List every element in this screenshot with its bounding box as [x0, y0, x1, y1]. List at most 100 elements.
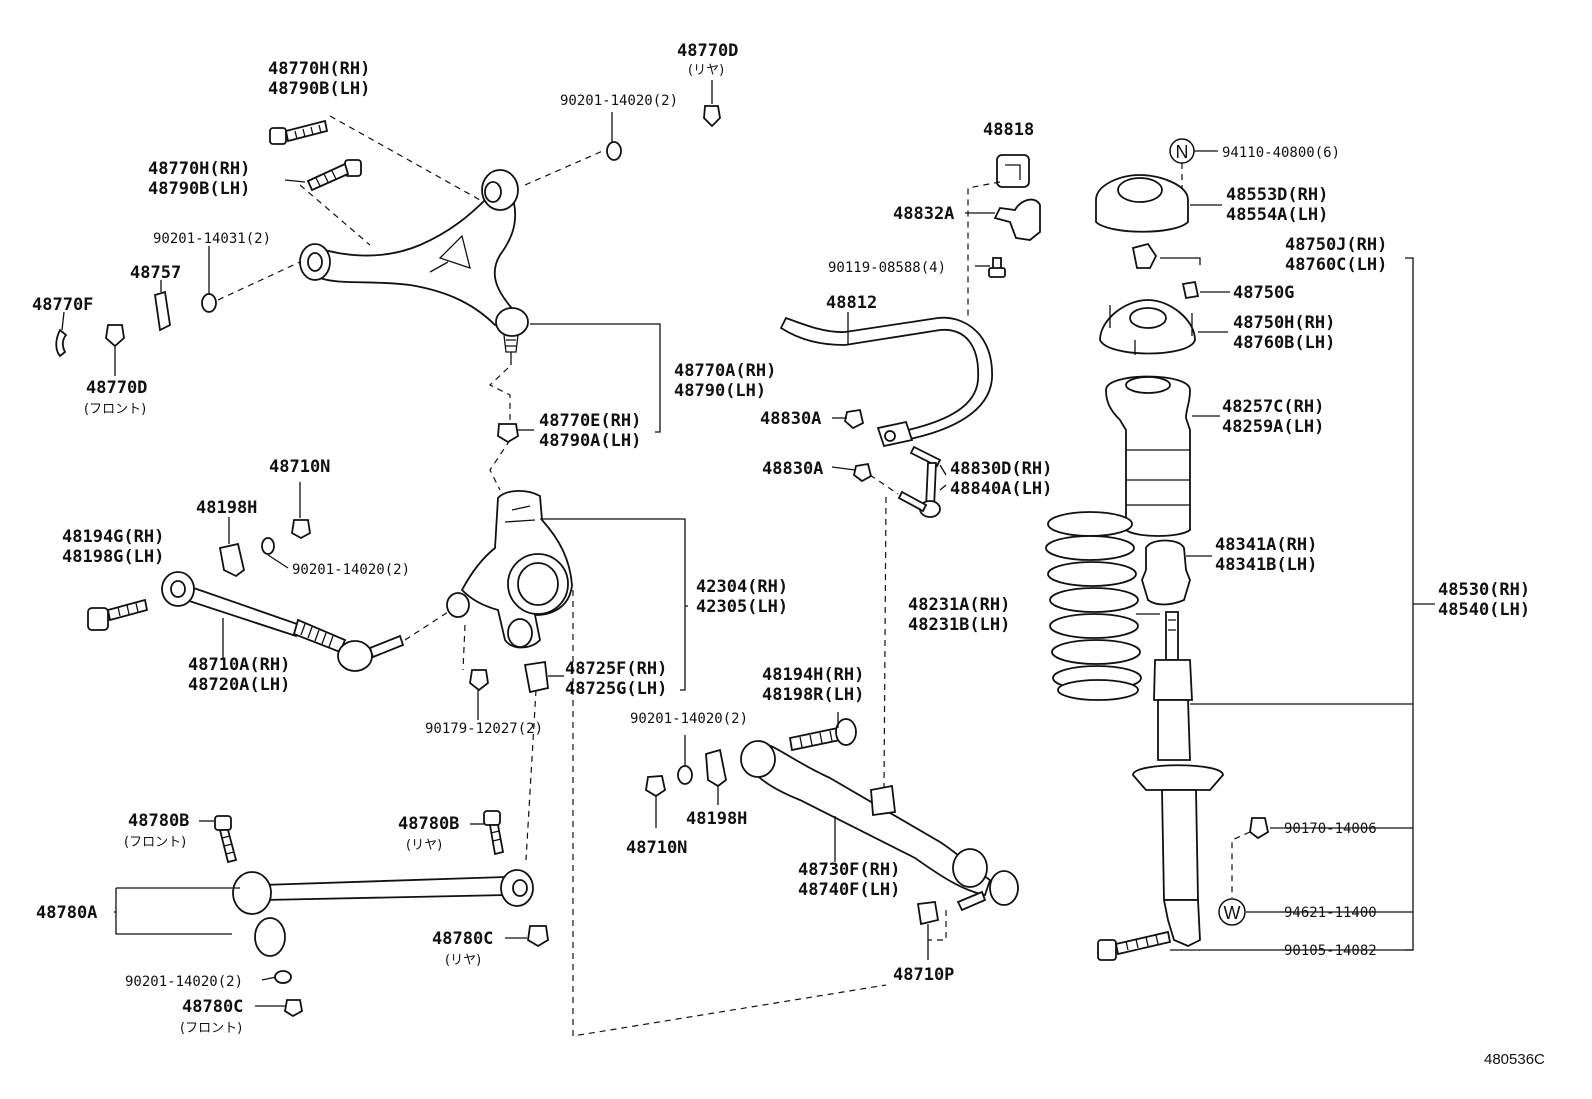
washer-90201-top — [606, 141, 622, 161]
label-48710P: 48710P — [893, 965, 954, 985]
bush-48710P — [916, 901, 940, 926]
label-48790B-rear: 48790B(LH) — [148, 179, 250, 199]
label-94621: 94621-11400 — [1284, 905, 1377, 921]
label-48198H-low: 48198H — [686, 809, 747, 829]
label-48790B-front: 48790B(LH) — [268, 79, 370, 99]
lower-arm-48780A-group — [114, 810, 549, 1018]
washer-90201-14031 — [201, 293, 217, 313]
label-48194H: 48194H(RH) — [762, 665, 864, 685]
nut-48780C-rear — [527, 925, 549, 948]
label-48231B: 48231B(LH) — [908, 615, 1010, 635]
label-48341A: 48341A(RH) — [1215, 535, 1317, 555]
label-48198R: 48198R(LH) — [762, 685, 864, 705]
label-48553D: 48553D(RH) — [1226, 185, 1328, 205]
label-48770D-front-note: (フロント) — [84, 402, 146, 417]
nut-48710N-low — [645, 775, 667, 798]
label-90170: 90170-14006 — [1284, 821, 1377, 837]
symbol-w — [1218, 898, 1246, 926]
label-48780B-front: 48780B — [128, 811, 189, 831]
label-42304: 42304(RH) — [696, 577, 788, 597]
bush-48725F — [523, 660, 549, 694]
bolt-90119 — [988, 257, 1006, 278]
label-48554A: 48554A(LH) — [1226, 205, 1328, 225]
label-48780B-front-note: (フロント) — [124, 835, 186, 850]
label-48540: 48540(LH) — [1438, 600, 1530, 620]
label-48231A: 48231A(RH) — [908, 595, 1010, 615]
label-48259A: 48259A(LH) — [1222, 417, 1324, 437]
label-48760B: 48760B(LH) — [1233, 333, 1335, 353]
toe-bolt-48194G — [87, 598, 149, 631]
bolt-90105 — [1097, 930, 1172, 961]
label-48812: 48812 — [826, 293, 877, 313]
nut-48770D-front — [105, 324, 125, 348]
label-48832A: 48832A — [893, 204, 954, 224]
upper-arm-bolt-rear — [306, 159, 362, 192]
label-48780B-rear: 48780B — [398, 814, 459, 834]
label-48720A: 48720A(LH) — [188, 675, 290, 695]
label-48710N-low: 48710N — [626, 838, 687, 858]
label-90105: 90105-14082 — [1284, 943, 1377, 959]
label-48818: 48818 — [983, 120, 1034, 140]
diagram-reference: 480536C — [1484, 1051, 1545, 1068]
cushion-48750J — [1131, 242, 1158, 269]
bolt-48780B-rear — [483, 810, 505, 856]
lower-arm-48780A — [260, 876, 509, 901]
label-48780C-front: 48780C — [182, 997, 243, 1017]
svg-text:W: W — [1224, 903, 1241, 923]
label-48780B-rear-note: (リヤ) — [406, 838, 442, 853]
label-94110: 94110-40800(6) — [1222, 145, 1340, 161]
washer-90201-lower — [677, 765, 693, 785]
label-48770H-front: 48770H(RH) — [268, 59, 370, 79]
label-48750J: 48750J(RH) — [1285, 235, 1387, 255]
label-48198G: 48198G(LH) — [62, 547, 164, 567]
label-48790: 48790(LH) — [674, 381, 766, 401]
upper-control-arm — [317, 188, 522, 327]
plate-48757 — [153, 290, 171, 332]
label-48830D: 48830D(RH) — [950, 459, 1052, 479]
cam-48198H-low — [705, 748, 727, 788]
label-48725F: 48725F(RH) — [565, 659, 667, 679]
label-48198H-top: 48198H — [196, 498, 257, 518]
label-48194G: 48194G(RH) — [62, 527, 164, 547]
washer-90201-bottom — [274, 970, 292, 984]
label-90201-mid: 90201-14020(2) — [292, 562, 410, 578]
stabilizer-group — [779, 154, 1041, 789]
stabilizer-link-48830D — [897, 445, 942, 518]
label-48780C-rear: 48780C — [432, 929, 493, 949]
label-48770E: 48770E(RH) — [539, 411, 641, 431]
label-48257C: 48257C(RH) — [1222, 397, 1324, 417]
label-48830A-upper: 48830A — [760, 409, 821, 429]
bolt-48780B-front — [214, 815, 238, 864]
label-48770D-front: 48770D — [86, 378, 147, 398]
nut-48770D-rear — [703, 105, 721, 128]
nut-90179 — [469, 669, 489, 692]
label-42305: 42305(LH) — [696, 597, 788, 617]
part-labels: 48770H(RH) 48790B(LH) 48770D (リヤ) 90201-… — [32, 41, 1545, 1068]
bolt-48194H — [788, 718, 857, 752]
label-48780C-front-note: (フロント) — [180, 1021, 242, 1036]
label-48730F: 48730F(RH) — [798, 860, 900, 880]
toe-control-arm — [178, 583, 302, 638]
label-48790A: 48790A(LH) — [539, 431, 641, 451]
label-48757: 48757 — [130, 263, 181, 283]
carrier-group — [218, 482, 887, 1037]
collar-48750G — [1181, 280, 1200, 300]
ball-joint — [495, 307, 529, 337]
nut-90170 — [1249, 817, 1270, 840]
nut-48770E — [497, 423, 519, 444]
label-48770F: 48770F — [32, 295, 93, 315]
label-90201-lower: 90201-14020(2) — [630, 711, 748, 727]
coil-spring — [1045, 511, 1142, 701]
label-48780A: 48780A — [36, 903, 97, 923]
label-48750H: 48750H(RH) — [1233, 313, 1335, 333]
label-48780C-rear-note: (リヤ) — [445, 953, 481, 968]
label-90201-14031: 90201-14031(2) — [153, 231, 271, 247]
label-90119: 90119-08588(4) — [828, 260, 946, 276]
label-90179: 90179-12027(2) — [425, 721, 543, 737]
toe-control-arm-group — [87, 571, 449, 672]
carrier-bushing — [446, 592, 470, 618]
clip-48770F — [55, 328, 68, 358]
lower-arm-48730F — [750, 743, 992, 897]
label-48830A-lower: 48830A — [762, 459, 823, 479]
